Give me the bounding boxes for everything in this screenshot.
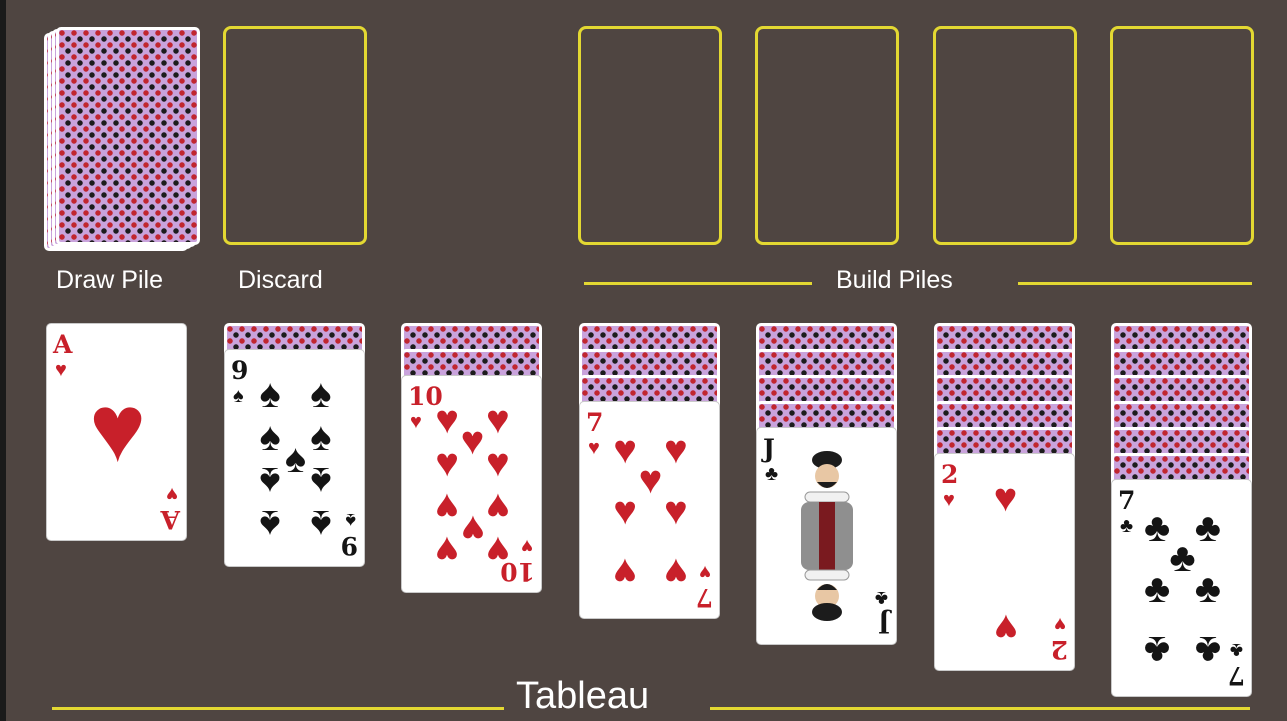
card-corner-bottom: 2♥: [1038, 606, 1068, 662]
card-rank: A: [161, 507, 180, 532]
card-corner-bottom: 9♠: [328, 502, 358, 558]
card-pip-icon: ♥: [664, 491, 688, 531]
build-pile-3[interactable]: [933, 26, 1077, 245]
card-pip-icon: ♥: [664, 430, 688, 470]
face-up-card[interactable]: 7♣7♣♣♣♣♣♣♣♣: [1111, 479, 1252, 697]
card-pip-icon: ♥: [435, 487, 459, 527]
build-piles-divider-left: [584, 282, 812, 285]
card-suit-icon: ♣: [1230, 640, 1243, 660]
card-suit-icon: ♥: [699, 562, 711, 582]
tableau-divider-left: [52, 707, 504, 710]
card-pip-icon: ♥: [435, 443, 459, 483]
card-pip-icon: ♣: [1169, 538, 1195, 578]
card-pip-icon: ♥: [486, 530, 510, 570]
face-up-card[interactable]: 7♥7♥♥♥♥♥♥♥♥: [579, 401, 720, 619]
card-pip-icon: ♠: [310, 461, 331, 501]
card-rank: 2: [941, 462, 958, 487]
card-corner-bottom: A♥: [150, 476, 180, 532]
card-back: [56, 27, 200, 245]
draw-pile[interactable]: [44, 27, 202, 252]
card-rank: 7: [1228, 663, 1245, 688]
card-pip-icon: ♥: [994, 478, 1018, 518]
card-suit-icon: ♠: [345, 510, 356, 530]
card-pip-icon: ♥: [613, 552, 637, 592]
card-pip-icon: ♠: [259, 461, 280, 501]
build-pile-1[interactable]: [578, 26, 722, 245]
build-pile-4[interactable]: [1110, 26, 1254, 245]
card-pip-icon: ♠: [310, 374, 331, 414]
card-suit-icon: ♥: [410, 412, 422, 432]
card-pip-icon: ♥: [486, 400, 510, 440]
card-suit-icon: ♥: [521, 536, 533, 556]
card-pip-icon: ♣: [1195, 630, 1221, 670]
card-pip-icon: ♥: [639, 460, 663, 500]
card-pip-icon: ♥: [613, 430, 637, 470]
card-suit-icon: ♥: [166, 484, 178, 504]
draw-pile-label: Draw Pile: [56, 266, 163, 295]
card-suit-icon: ♣: [765, 464, 778, 484]
card-pip-icon: ♥: [486, 487, 510, 527]
tableau-label: Tableau: [516, 675, 649, 718]
face-up-card[interactable]: 2♥2♥♥♥: [934, 453, 1075, 671]
face-up-card[interactable]: J ♣ J ♣: [756, 427, 897, 645]
card-rank: 9: [341, 533, 358, 558]
card-suit-icon: ♣: [1120, 516, 1133, 536]
card-rank: 7: [1118, 488, 1135, 513]
card-pip-icon: ♥: [435, 400, 459, 440]
tableau-divider-right: [710, 707, 1250, 710]
card-pip-icon: ♣: [1144, 569, 1170, 609]
card-pip-icon: ♠: [285, 439, 306, 479]
face-up-card[interactable]: 10♥10♥♥♥♥♥♥♥♥♥♥♥: [401, 375, 542, 593]
card-pip-icon: ♠: [259, 374, 280, 414]
card-rank: A: [53, 332, 72, 357]
card-pip-icon: ♥: [461, 509, 485, 549]
face-up-card[interactable]: A♥A♥♥: [46, 323, 187, 541]
card-suit-icon: ♥: [55, 360, 67, 380]
card-suit-icon: ♥: [588, 438, 600, 458]
card-suit-icon: ♣: [875, 588, 888, 608]
card-pip-icon: ♠: [310, 504, 331, 544]
card-pip-icon: ♣: [1195, 569, 1221, 609]
card-rank: 2: [1051, 637, 1068, 662]
card-pip-icon: ♥: [89, 381, 146, 477]
jack-figure-icon: [787, 446, 867, 626]
card-pip-icon: ♠: [259, 417, 280, 457]
card-pip-icon: ♠: [310, 417, 331, 457]
card-pip-icon: ♥: [461, 421, 485, 461]
discard-label: Discard: [238, 266, 323, 295]
card-suit-icon: ♠: [233, 386, 244, 406]
card-pip-icon: ♥: [435, 530, 459, 570]
card-pip-icon: ♣: [1144, 508, 1170, 548]
card-pip-icon: ♥: [486, 443, 510, 483]
face-up-card[interactable]: 9♠9♠♠♠♠♠♠♠♠♠♠: [224, 349, 365, 567]
card-pip-icon: ♥: [664, 552, 688, 592]
card-suit-icon: ♥: [943, 490, 955, 510]
card-pip-icon: ♣: [1144, 630, 1170, 670]
card-pip-icon: ♥: [613, 491, 637, 531]
build-piles-divider-right: [1018, 282, 1252, 285]
build-pile-2[interactable]: [755, 26, 899, 245]
card-pip-icon: ♥: [994, 608, 1018, 648]
card-rank: J: [878, 611, 890, 636]
card-rank: J: [763, 436, 775, 461]
card-rank: 9: [231, 358, 248, 383]
build-piles-label: Build Piles: [836, 266, 953, 295]
card-rank: 7: [586, 410, 603, 435]
card-rank: 7: [696, 585, 713, 610]
card-pip-icon: ♣: [1195, 508, 1221, 548]
discard-slot[interactable]: [223, 26, 367, 245]
card-suit-icon: ♥: [1054, 614, 1066, 634]
card-pip-icon: ♠: [259, 504, 280, 544]
